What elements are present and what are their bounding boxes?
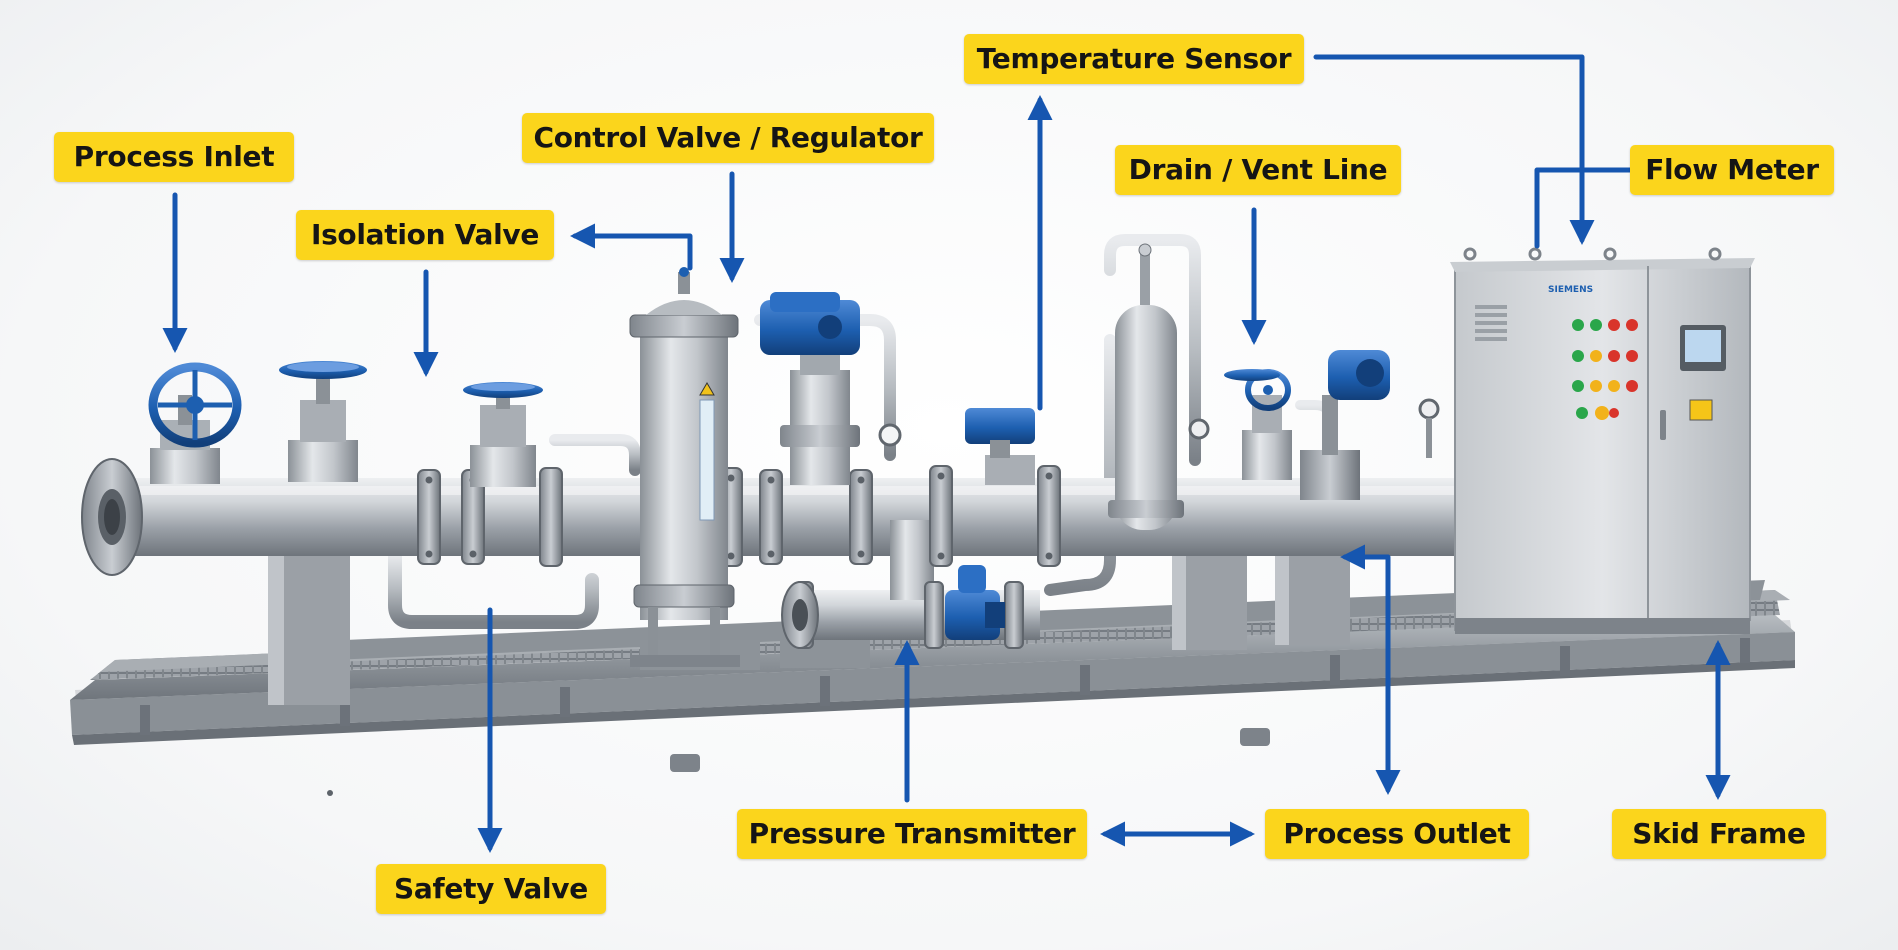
main-header-pipe	[110, 478, 1510, 556]
label-skid-frame: Skid Frame	[1612, 809, 1826, 859]
label-safety-valve: Safety Valve	[376, 864, 606, 914]
panel-nameplate: SIEMENS	[1548, 285, 1593, 295]
bypass-tubing	[388, 234, 1335, 629]
vent-vessel	[1108, 243, 1210, 530]
label-process-inlet: Process Inlet	[54, 132, 294, 182]
control-panel-cabinet	[1450, 247, 1755, 634]
label-control-valve-regulator: Control Valve / Regulator	[522, 113, 934, 163]
label-temperature-sensor: Temperature Sensor	[964, 34, 1304, 84]
flow-meter-device	[1300, 350, 1440, 500]
control-valve	[760, 292, 902, 485]
label-drain-vent-line: Drain / Vent Line	[1115, 145, 1401, 195]
filter-vessel	[629, 267, 740, 667]
temperature-transmitter	[965, 408, 1035, 485]
label-isolation-valve: Isolation Valve	[296, 210, 554, 260]
isolation-gate-valves	[148, 361, 1292, 487]
label-pressure-transmitter: Pressure Transmitter	[737, 809, 1087, 859]
leader-lines	[162, 54, 1731, 853]
label-process-outlet: Process Outlet	[1265, 809, 1529, 859]
pressure-transmitter-device	[945, 565, 1005, 640]
label-flow-meter: Flow Meter	[1630, 145, 1834, 195]
